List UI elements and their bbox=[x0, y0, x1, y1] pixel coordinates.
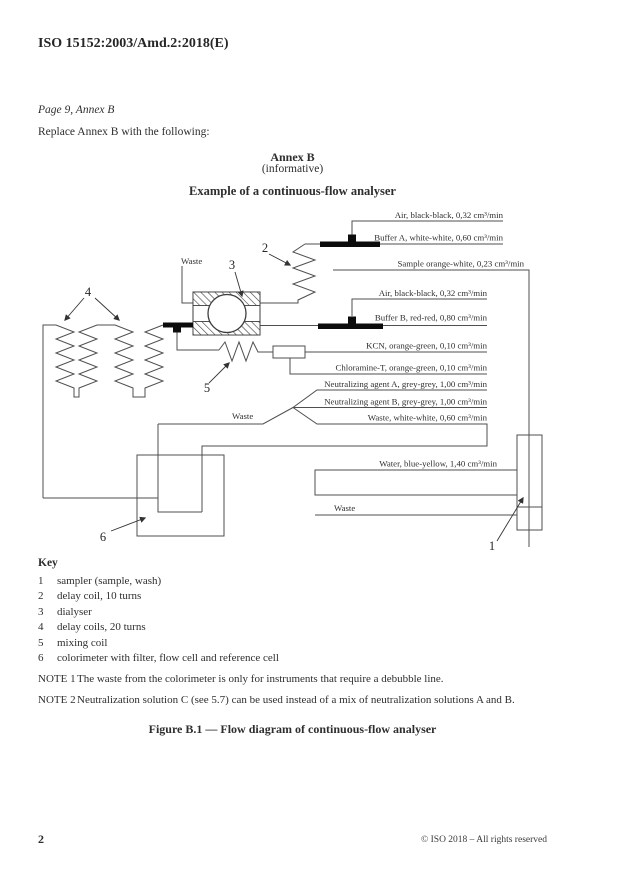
waste-label-dialyser: Waste bbox=[181, 256, 202, 266]
callout-5: 5 bbox=[204, 381, 210, 395]
dialyser bbox=[192, 291, 261, 336]
water-tube bbox=[314, 469, 517, 496]
note-text: Neutralization solution C (see 5.7) can … bbox=[77, 694, 515, 706]
note-text: The waste from the colorimeter is only f… bbox=[77, 673, 444, 685]
annex-title: Annex B bbox=[270, 150, 315, 164]
key-item-2: 2 delay coil, 10 turns bbox=[38, 589, 279, 605]
key-item-1: 1 sampler (sample, wash) bbox=[38, 574, 279, 590]
callout-arrows bbox=[64, 253, 524, 542]
flow-label-buffer-b: Buffer B, red-red, 0,80 cm³/min bbox=[375, 313, 488, 323]
key-num: 5 bbox=[38, 636, 44, 649]
annex-subtitle: (informative) bbox=[261, 163, 324, 175]
colorimeter bbox=[136, 454, 225, 537]
key-desc: colorimeter with filter, flow cell and r… bbox=[57, 652, 279, 664]
flow-label-neut-a: Neutralizing agent A, grey-grey, 1,00 cm… bbox=[324, 379, 487, 389]
flow-label-waste-pump: Waste, white-white, 0,60 cm³/min bbox=[368, 413, 488, 423]
mixing-coil bbox=[218, 340, 273, 363]
flow-label-sample: Sample orange-white, 0,23 cm³/min bbox=[398, 259, 525, 269]
section-heading: Example of a continuous-flow analyser bbox=[189, 184, 396, 198]
sampler bbox=[516, 434, 543, 531]
flow-label-water: Water, blue-yellow, 1,40 cm³/min bbox=[379, 459, 497, 469]
key-desc: delay coil, 10 turns bbox=[57, 590, 142, 602]
key-desc: sampler (sample, wash) bbox=[57, 574, 162, 587]
document-reference: ISO 15152:2003/Amd.2:2018(E) bbox=[38, 36, 229, 51]
replace-instruction: Replace Annex B with the following: bbox=[38, 126, 210, 138]
key-num: 2 bbox=[38, 590, 44, 602]
waste-label-colorimeter: Waste bbox=[232, 411, 253, 421]
flow-label-chloramine: Chloramine-T, orange-green, 0,10 cm³/min bbox=[336, 363, 488, 373]
callout-1: 1 bbox=[489, 539, 495, 553]
key-desc: delay coils, 20 turns bbox=[57, 621, 146, 633]
waste-label-sampler: Waste bbox=[334, 503, 355, 513]
delay-coil-10-turns bbox=[260, 243, 317, 304]
key-item-5: 5 mixing coil bbox=[38, 636, 279, 652]
key-num: 6 bbox=[38, 652, 44, 664]
key-title: Key bbox=[38, 557, 58, 569]
flow-label-neut-b: Neutralizing agent B, grey-grey, 1,00 cm… bbox=[324, 397, 487, 407]
flow-label-kcn: KCN, orange-green, 0,10 cm³/min bbox=[366, 341, 487, 351]
key-desc: mixing coil bbox=[57, 636, 108, 649]
delay-coils-20-turns bbox=[42, 324, 165, 498]
figure-key: Key 1 sampler (sample, wash) 2 delay coil,… bbox=[38, 556, 279, 667]
callout-2: 2 bbox=[262, 241, 268, 255]
callout-6: 6 bbox=[100, 530, 106, 544]
page-reference: Page 9, Annex B bbox=[38, 104, 115, 116]
key-desc: dialyser bbox=[57, 605, 92, 618]
pump-fittings bbox=[163, 234, 383, 333]
note-2: NOTE 2Neutralization solution C (see 5.7… bbox=[38, 694, 515, 706]
key-item-6: 6 colorimeter with filter, flow cell and … bbox=[38, 651, 279, 667]
note-label: NOTE 1 bbox=[38, 673, 76, 685]
page-number: 2 bbox=[38, 832, 44, 846]
key-num: 4 bbox=[38, 621, 44, 633]
callout-3: 3 bbox=[229, 258, 235, 272]
flow-cell bbox=[157, 424, 202, 513]
flow-label-air-mid: Air, black-black, 0,32 cm³/min bbox=[379, 288, 488, 298]
flow-label-buffer-a: Buffer A, white-white, 0,60 cm³/min bbox=[374, 233, 503, 243]
key-num: 1 bbox=[38, 574, 44, 587]
key-num: 3 bbox=[38, 605, 44, 618]
callout-4: 4 bbox=[85, 285, 92, 299]
copyright-notice: © ISO 2018 – All rights reserved bbox=[421, 835, 547, 845]
flow-label-air-top: Air, black-black, 0,32 cm³/min bbox=[395, 210, 504, 220]
note-label: NOTE 2 bbox=[38, 694, 76, 706]
mixing-coil-box bbox=[272, 345, 306, 359]
key-item-4: 4 delay coils, 20 turns bbox=[38, 620, 279, 636]
key-item-3: 3 dialyser bbox=[38, 605, 279, 621]
figure-caption: Figure B.1 — Flow diagram of continuous-… bbox=[148, 722, 437, 736]
note-1: NOTE 1The waste from the colorimeter is … bbox=[38, 673, 444, 685]
